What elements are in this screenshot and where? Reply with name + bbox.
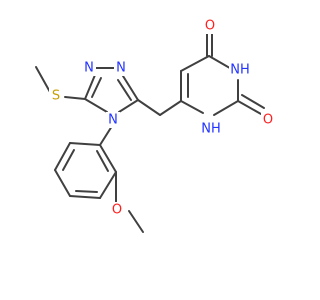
bond-n4-phenyl [99, 125, 113, 146]
label-bg [200, 121, 222, 137]
label-bg [114, 60, 128, 76]
bond-triazole-c5-n2 [84, 74, 96, 100]
bond-triazole-n3-c3 [122, 75, 139, 101]
bond-triazole-c5-n2-double [91, 77, 102, 98]
structure-diagram: N N N S O O O NH NH [0, 0, 300, 300]
bond-triazole-c5-n4 [84, 98, 108, 113]
bond-s-ch3 [35, 66, 51, 93]
n-triazole-top-right-label: N [116, 61, 126, 76]
o-methoxy-label: O [112, 203, 122, 218]
bond-phenyl-c3-c4 [54, 169, 71, 197]
o-pyrimidine-right-label: O [263, 113, 273, 128]
bond-triazole-c3-n4 [118, 99, 139, 113]
nh-pyrimidine-upper-label: NH [230, 63, 250, 78]
label-bg [106, 112, 120, 128]
bond-phenyl-c4-c5 [69, 195, 101, 199]
bond-ch2-c6 [159, 100, 182, 116]
bond-phenyl-inner-3 [96, 150, 109, 172]
bond-c5-s [64, 96, 86, 100]
bond-phenyl-inner-2 [75, 190, 98, 193]
atom-labels: N N N S O O O NH NH [49, 18, 275, 218]
bond-pyr-c5-c4 [180, 55, 210, 72]
bond-phenyl-c1-c2 [69, 142, 101, 146]
bond-phenyl-c5-c6 [99, 171, 117, 199]
bond-o-ch3 [128, 210, 144, 233]
bond-pyr-n1-c6 [180, 100, 204, 114]
label-bg [110, 202, 124, 218]
bond-c2-o-right [237, 100, 262, 115]
bond-c3-ch2 [137, 99, 161, 116]
label-bg [203, 18, 217, 34]
label-bg [49, 88, 63, 104]
background [0, 0, 300, 300]
n-triazole-top-left-label: N [84, 61, 94, 76]
label-bg [82, 60, 96, 76]
nh-pyrimidine-lower-label: NH [201, 122, 221, 137]
bond-pyr-c2-n1 [213, 100, 239, 116]
s-thioether-label: S [52, 89, 60, 104]
label-bg [229, 62, 251, 78]
bond-phenyl-c2-c3 [54, 142, 71, 171]
n-triazole-bottom-label: N [108, 113, 118, 128]
bonds [35, 31, 265, 233]
bond-triazole-n3-c3-double [117, 79, 132, 101]
label-bg [261, 112, 275, 128]
bond-c2-o-right-double [241, 94, 265, 109]
molecule-canvas: N N N S O O O NH NH [0, 0, 300, 300]
bond-phenyl-inner-1 [62, 149, 75, 171]
bond-phenyl-c6-c1 [99, 144, 117, 173]
o-pyrimidine-top-label: O [205, 19, 215, 34]
